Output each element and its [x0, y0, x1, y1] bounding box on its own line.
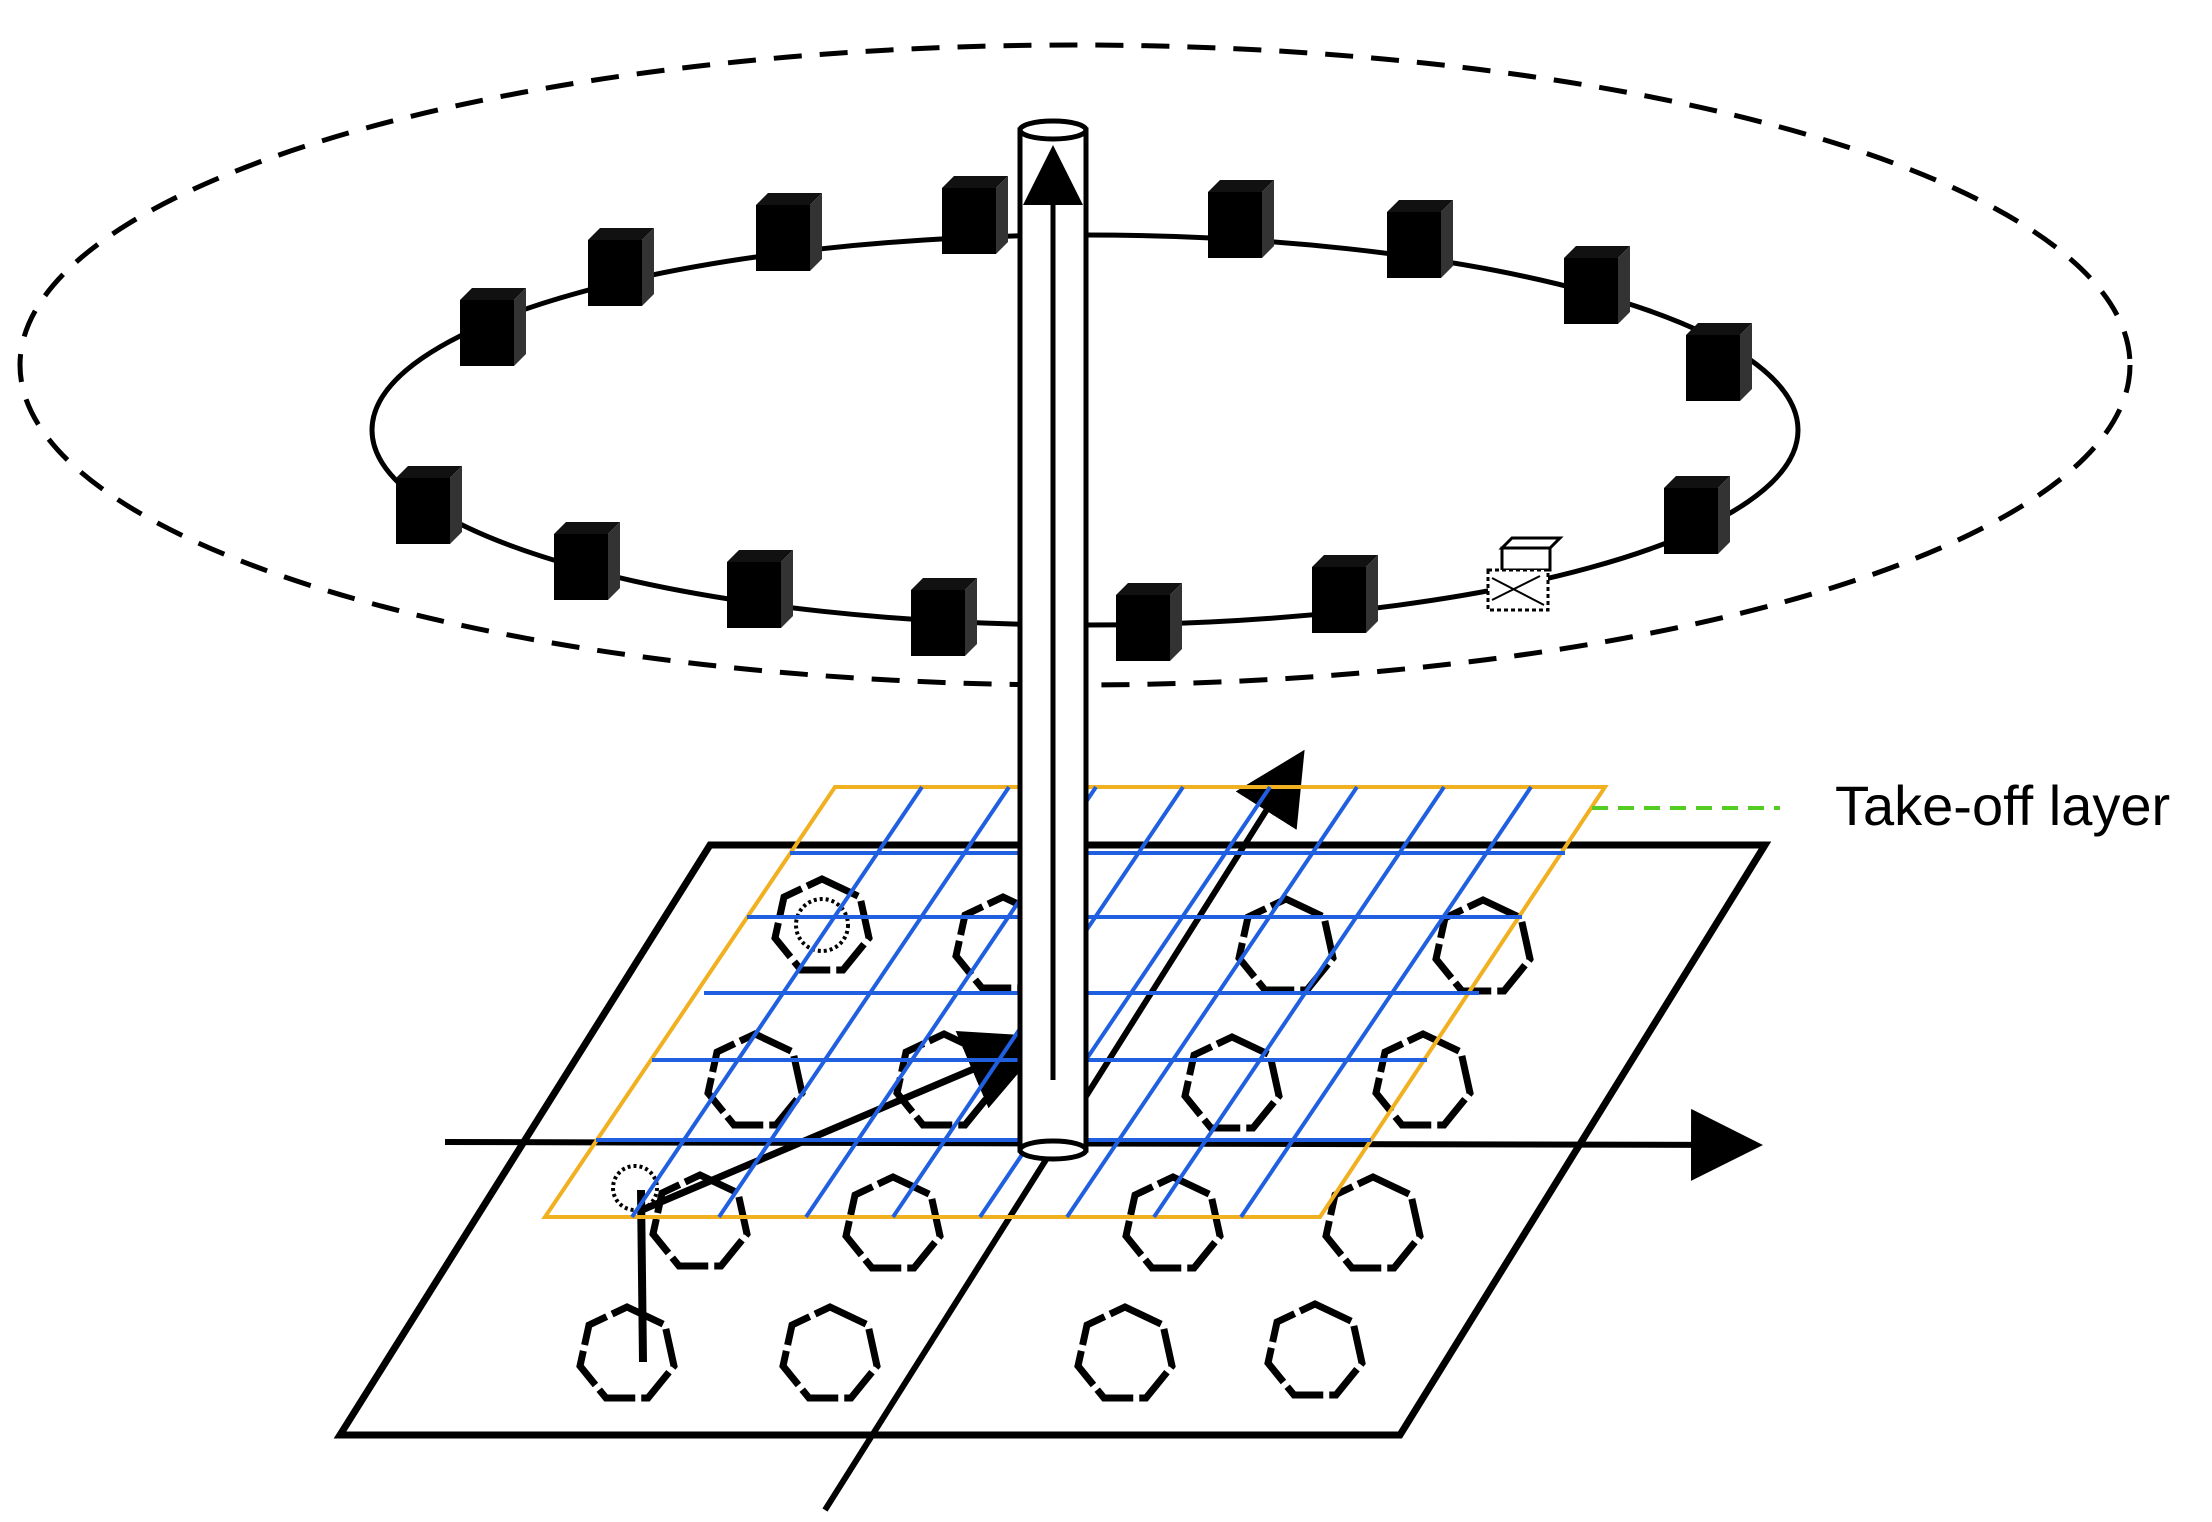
platform-node-icon	[554, 522, 620, 600]
start-markers	[611, 897, 850, 1212]
base-element	[1268, 1304, 1362, 1395]
start-marker	[611, 1164, 659, 1212]
base-element	[846, 1177, 940, 1268]
takeoff-layer-outline	[541, 785, 1609, 1219]
platform-node-icon	[756, 193, 822, 271]
base-element	[1078, 1307, 1172, 1398]
platform-node-icon	[1116, 583, 1182, 661]
platform-node-icon	[588, 228, 654, 306]
platform-node-icon	[1312, 555, 1378, 633]
base-element	[1436, 900, 1530, 991]
platform-node-icon	[727, 550, 793, 628]
start-marker	[794, 897, 850, 953]
ground-plate	[333, 841, 1772, 1439]
base-element	[783, 1307, 877, 1398]
base-element	[580, 1307, 674, 1398]
platform-node-icon	[1686, 323, 1752, 401]
base-element	[1326, 1177, 1420, 1268]
takeoff-layer-label: Take-off layer	[1835, 774, 2170, 837]
base-element	[775, 879, 869, 970]
platform-node-icon	[1564, 246, 1630, 324]
platform-node-icon	[1664, 476, 1730, 554]
x-axis-arrow	[444, 1108, 1763, 1181]
central-mast	[1017, 118, 1089, 1162]
active-node-icon	[1486, 536, 1564, 612]
trajectory-arrow	[640, 1031, 1050, 1214]
platform-node-icon	[1208, 180, 1274, 258]
platform-node-icon	[942, 176, 1008, 254]
platform-node-icon	[911, 578, 977, 656]
platform-node-icon	[396, 466, 462, 544]
platform-node-icon	[1387, 200, 1453, 278]
platform-node-icon	[460, 288, 526, 366]
